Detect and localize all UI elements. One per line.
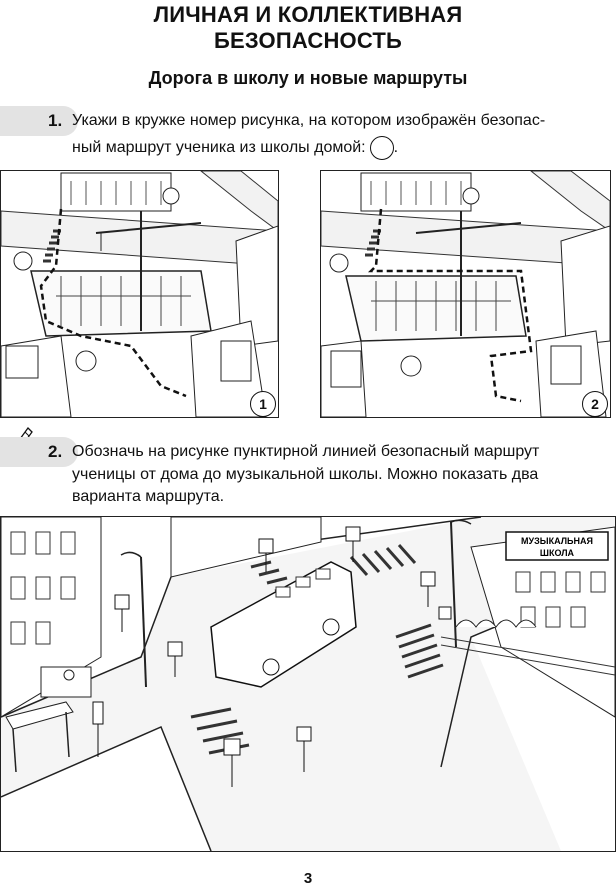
picture2-number-badge: 2 [582,391,608,417]
task1-number-bar [0,106,78,136]
music-school-sign-line2: ШКОЛА [540,548,575,558]
task2-number-bar [0,437,78,467]
task2-text-line3: варианта маршрута. [72,488,225,505]
route-picture-2-drawing [321,171,610,417]
route-picture-2: 2 [320,170,611,418]
task1-text-line2: ный маршрут ученика из школы домой:. [72,135,398,160]
page-title-line2: БЕЗОПАСНОСТЬ [213,28,403,53]
section-subtitle: Дорога в школу и новые маршруты [148,68,468,88]
task1-text-line1: Укажи в кружке номер рисунка, на котором… [72,112,546,129]
task1-text-line2-main: ный маршрут ученика из школы домой: [72,139,366,156]
task1-answer-circle[interactable] [369,135,394,160]
route-picture-1-drawing [1,171,278,417]
page-number: 3 [303,870,313,887]
music-school-sign-line1: МУЗЫКАЛЬНАЯ [521,536,593,546]
crossroads-picture[interactable]: МУЗЫКАЛЬНАЯ ШКОЛА [0,516,616,852]
page-title-line1: ЛИЧНАЯ И КОЛЛЕКТИВНАЯ [153,2,463,27]
task2-text-line1: Обозначь на рисунке пунктирной линией бе… [72,443,540,460]
picture1-number-badge: 1 [250,391,276,417]
task2-text-line2: ученицы от дома до музыкальной школы. Мо… [72,466,539,483]
route-picture-1: 1 [0,170,279,418]
task2-number: 2. [48,442,63,461]
task1-number: 1. [48,111,63,130]
crossroads-drawing: МУЗЫКАЛЬНАЯ ШКОЛА [1,517,615,851]
task1-text-end: . [393,139,399,156]
